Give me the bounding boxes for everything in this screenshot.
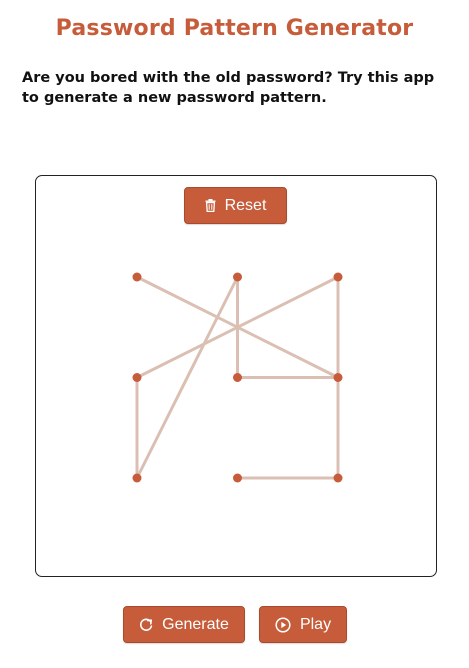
- play-circle-icon: [275, 616, 291, 633]
- refresh-icon: [139, 618, 153, 632]
- reset-button-label: Reset: [224, 196, 267, 214]
- play-button[interactable]: Play: [259, 606, 347, 643]
- trash-icon: [205, 199, 216, 212]
- reset-button[interactable]: Reset: [184, 187, 287, 224]
- generate-button[interactable]: Generate: [123, 606, 245, 643]
- page-title: Password Pattern Generator: [55, 16, 414, 41]
- play-button-label: Play: [299, 615, 332, 633]
- generate-button-label: Generate: [162, 615, 229, 633]
- intro-text: Are you bored with the old password? Try…: [22, 70, 435, 106]
- pattern-board[interactable]: [35, 175, 437, 577]
